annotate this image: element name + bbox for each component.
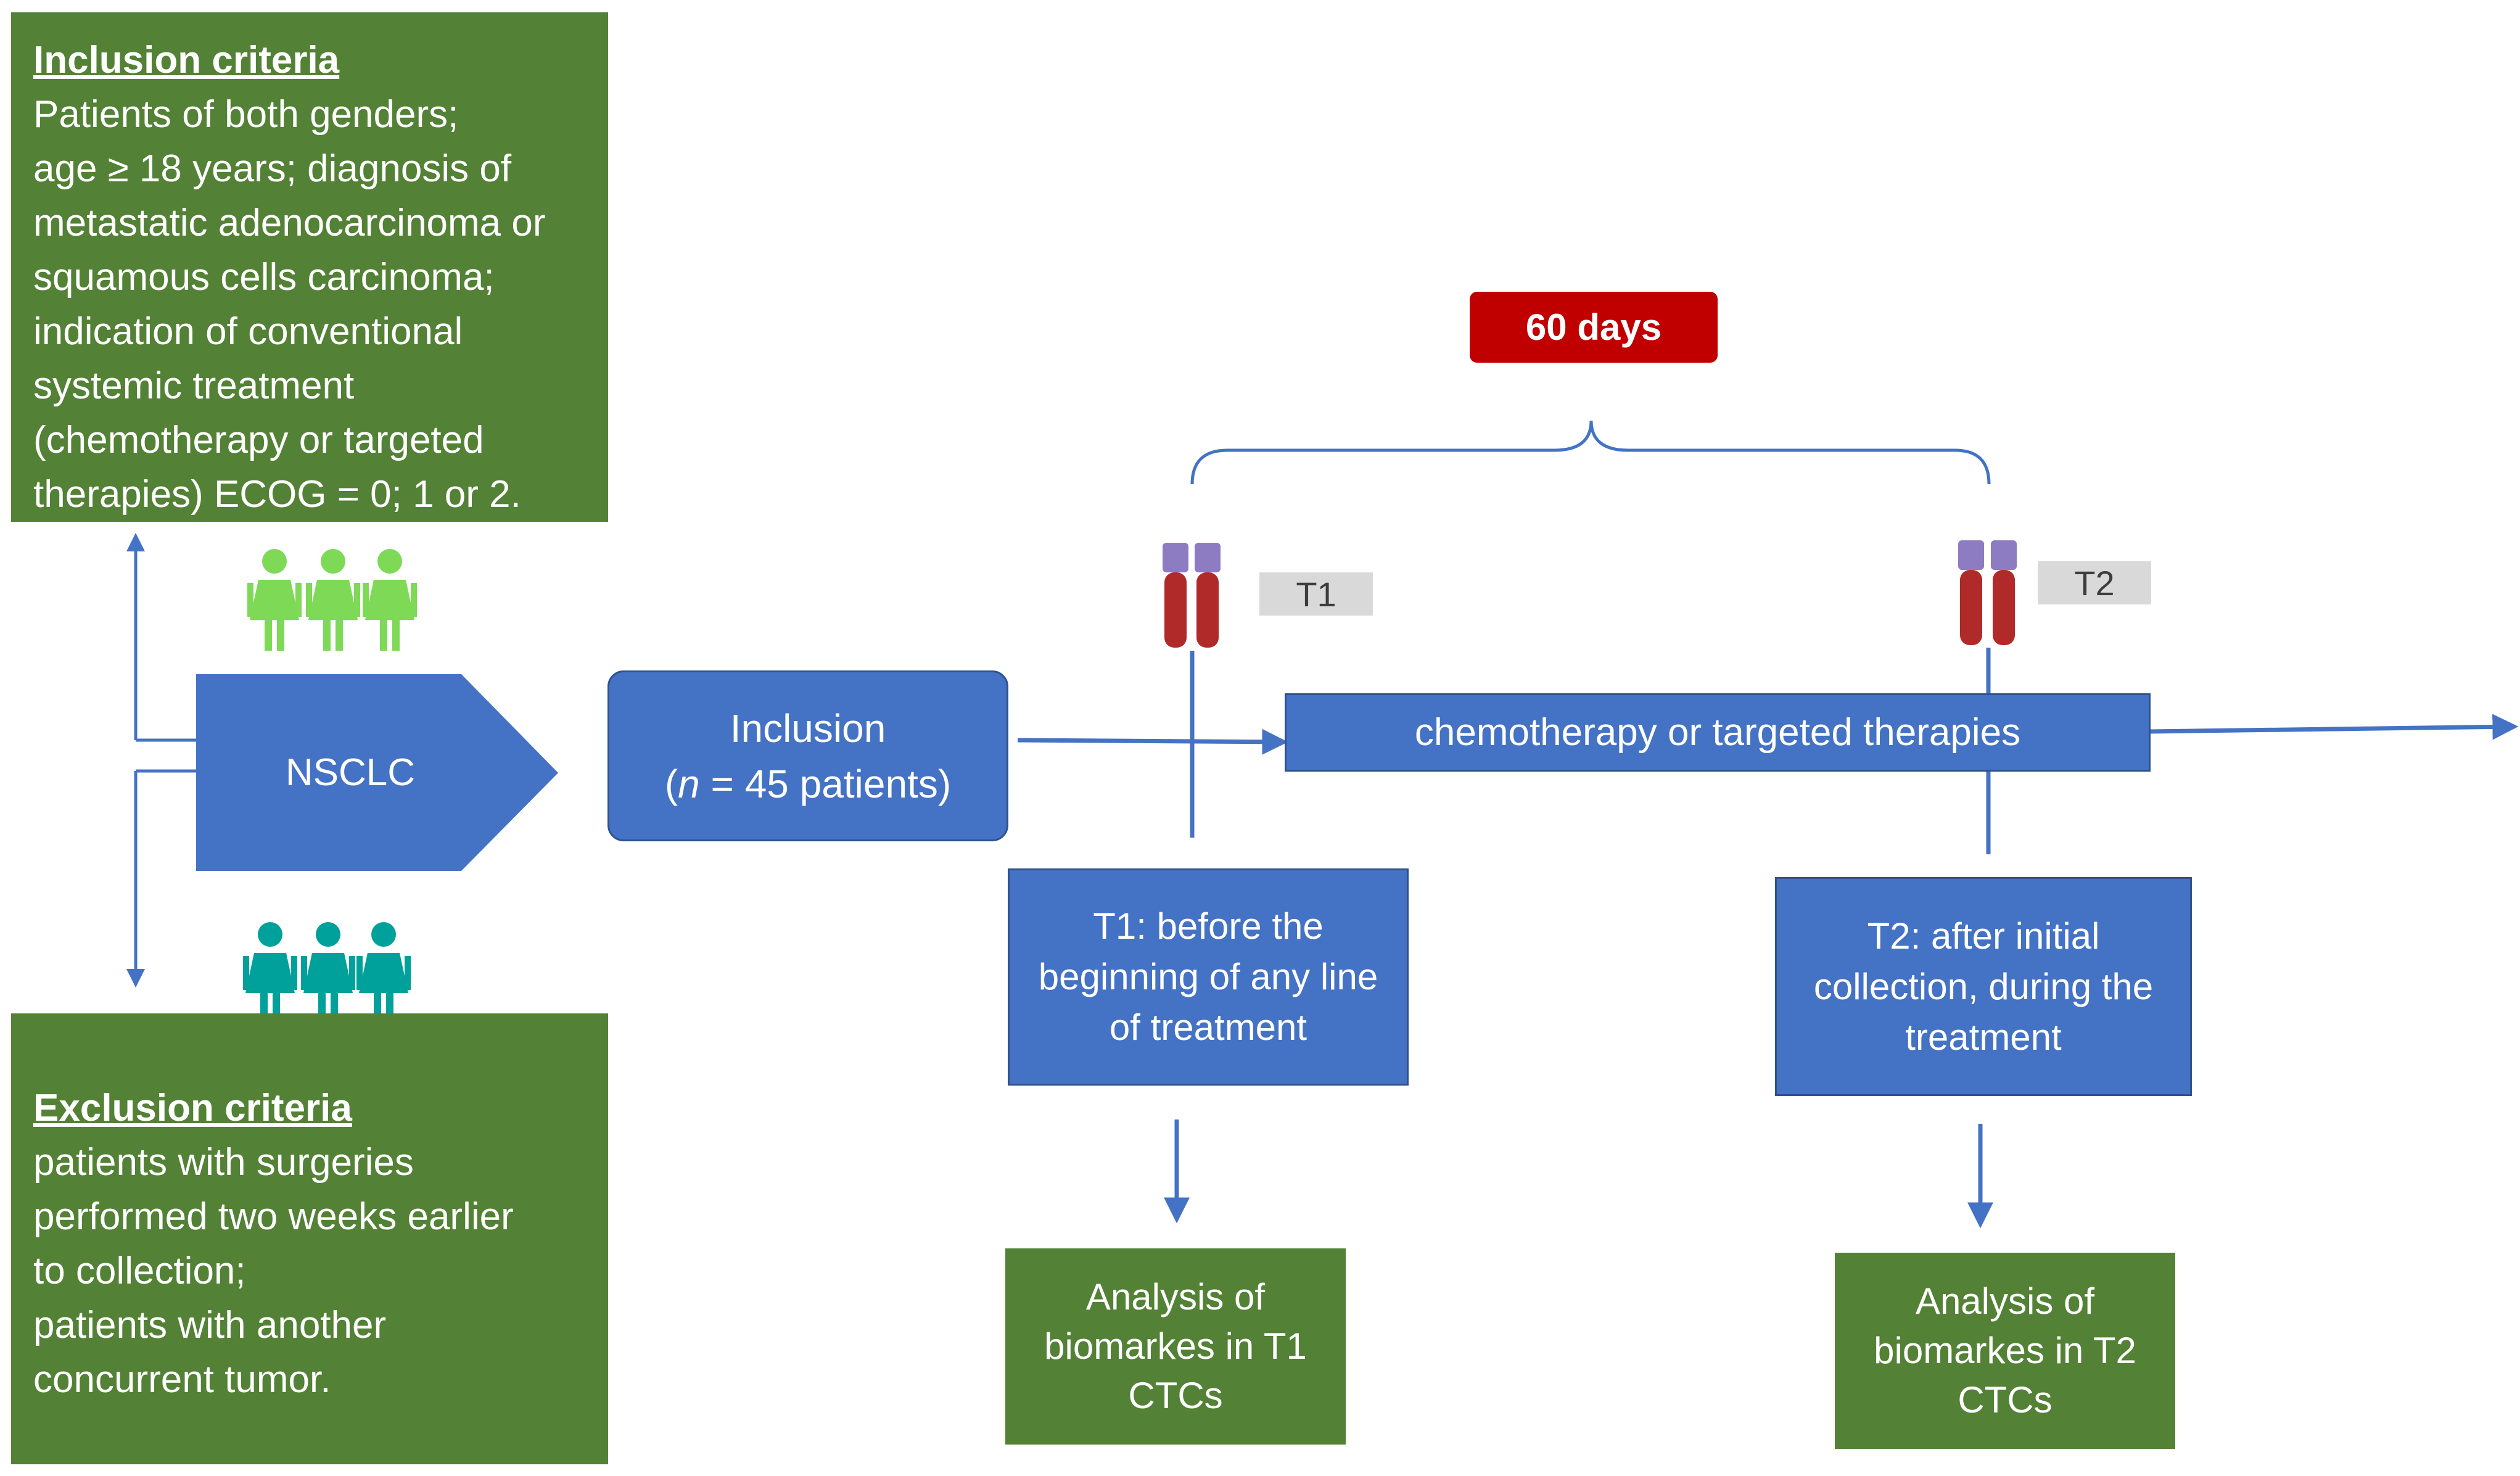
patients-group-icon-top (247, 549, 417, 651)
exclusion-criteria-line: to collection; (33, 1250, 246, 1292)
inclusion-criteria-line: systemic treatment (33, 365, 355, 407)
t1-blood-tubes-icon (1163, 543, 1221, 648)
t2-blood-tubes-icon (1958, 540, 2017, 645)
inclusion-criteria-line: age ≥ 18 years; diagnosis of (33, 147, 512, 190)
inclusion-count: (n = 45 patients) (664, 761, 952, 806)
t2-description-box: T2: after initial collection, during the… (1775, 877, 2192, 1096)
nsclc-shape (196, 674, 558, 871)
exclusion-criteria-line: concurrent tumor. (33, 1358, 331, 1401)
t2-description-line: treatment (1905, 1016, 2062, 1058)
t1-description-line: T1: before the (1093, 905, 1324, 947)
exclusion-criteria-line: patients with surgeries (33, 1141, 414, 1184)
exclusion-criteria-heading: Exclusion criteria (33, 1087, 352, 1129)
analysis-t1-box: Analysis of biomarkes in T1 CTCs (1005, 1248, 1346, 1445)
nsclc-label-wrap: NSCLC (196, 674, 504, 871)
duration-badge: 60 days (1470, 292, 1718, 363)
analysis-t1-line: CTCs (1128, 1375, 1223, 1416)
inclusion-title: Inclusion (730, 706, 886, 751)
t2-label: T2 (2038, 561, 2151, 604)
analysis-t2-line: biomarkes in T2 (1874, 1330, 2136, 1371)
t2-description-line: T2: after initial (1867, 915, 2100, 957)
therapy-label: chemotherapy or targeted therapies (1414, 711, 2021, 754)
analysis-t1-line: biomarkes in T1 (1044, 1326, 1307, 1367)
t1-description-line: of treatment (1109, 1007, 1307, 1048)
timeline-arrow (2149, 714, 2519, 740)
inclusion-criteria-line: squamous cells carcinoma; (33, 256, 495, 299)
t1-label: T1 (1259, 572, 1373, 616)
analysis-t2-line: Analysis of (1915, 1280, 2095, 1322)
duration-brace (1190, 420, 1991, 485)
t2-description-line: collection, during the (1813, 965, 2154, 1007)
exclusion-criteria-line: performed two weeks earlier (33, 1195, 514, 1238)
inclusion-criteria-box: Inclusion criteria Patients of both gend… (11, 12, 608, 522)
inclusion-criteria-line: therapies) ECOG = 0; 1 or 2. (33, 473, 521, 516)
t1-description-box: T1: before the beginning of any line of … (1008, 868, 1409, 1086)
inclusion-criteria-line: metastatic adenocarcinoma or (33, 202, 546, 244)
inclusion-criteria-line: (chemotherapy or targeted (33, 419, 484, 461)
exclusion-criteria-line: patients with another (33, 1304, 387, 1346)
inclusion-criteria-line: indication of conventional (33, 310, 463, 353)
t1-description-line: beginning of any line (1038, 956, 1378, 997)
therapy-bar: chemotherapy or targeted therapies (1285, 693, 2151, 772)
inclusion-criteria-heading: Inclusion criteria (33, 39, 340, 81)
patients-group-icon-bottom (243, 922, 411, 1024)
analysis-t1-line: Analysis of (1085, 1276, 1266, 1317)
duration-label: 60 days (1525, 307, 1662, 348)
nsclc-label: NSCLC (285, 751, 416, 794)
arrow-inclusion-to-therapy (1017, 728, 1288, 755)
exclusion-criteria-box: Exclusion criteria patients with surgeri… (11, 1013, 608, 1464)
inclusion-box: Inclusion (n = 45 patients) (607, 670, 1008, 841)
inclusion-criteria-line: Patients of both genders; (33, 93, 459, 136)
analysis-t2-box: Analysis of biomarkes in T2 CTCs (1835, 1253, 2175, 1449)
analysis-t2-line: CTCs (1958, 1379, 2053, 1420)
